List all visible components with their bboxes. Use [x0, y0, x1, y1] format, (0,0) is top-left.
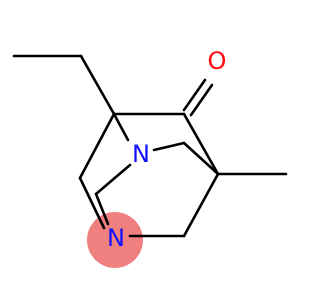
bond-ch2-left-n1: [78, 176, 106, 230]
bond-ch2-right-c3: [182, 141, 220, 176]
bond-ch2-bridge-n1: [94, 192, 110, 226]
bond-n2-ch2-bridge: [94, 163, 132, 196]
n1-highlight: [87, 212, 143, 268]
bond-ethyl-ch2-c1: [79, 54, 116, 116]
bond-n2-ch2-right: [152, 141, 186, 152]
bond-carbonyl-o-a: [182, 78, 207, 112]
bond-carbonyl-c3: [182, 112, 220, 176]
atom-label-n2: N: [132, 140, 150, 168]
bond-c1-ch2-left: [78, 112, 116, 180]
atom-label-oxygen: O: [208, 47, 227, 75]
bond-carbonyl-o-b: [189, 83, 214, 117]
bond-ch2-bottom-c3: [182, 172, 220, 238]
molecule-structure-diagram: N N O: [12, 47, 288, 268]
bond-c1-ch2-n2: [112, 112, 130, 142]
atom-label-n1: N: [107, 224, 125, 252]
